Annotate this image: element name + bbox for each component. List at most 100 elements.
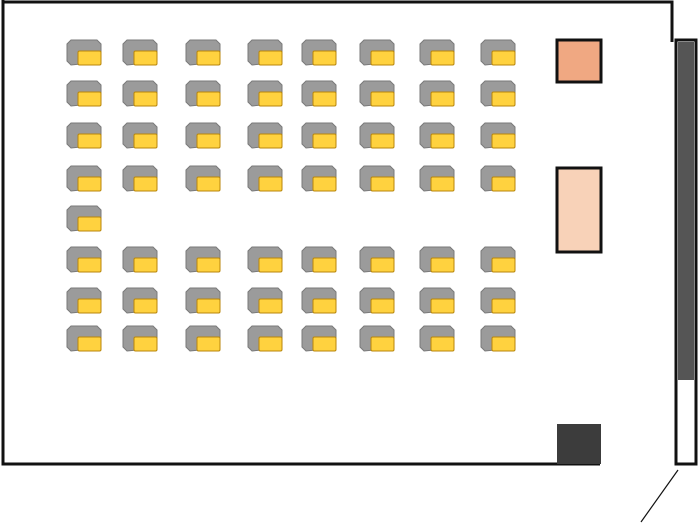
seat-r3-c2[interactable] [122,122,158,149]
seat-r6-c6[interactable] [359,246,395,273]
seat-cushion [491,50,516,66]
seat-cushion [370,176,395,192]
seat-r3-c1[interactable] [66,122,102,149]
seat-r1-c2[interactable] [122,39,158,66]
seat-cushion [258,257,283,273]
seat-r1-c3[interactable] [185,39,221,66]
seat-r3-c4[interactable] [247,122,283,149]
seat-r7-c3[interactable] [185,287,221,314]
seat-cushion [77,216,102,232]
seat-cushion [370,298,395,314]
seat-r6-c1[interactable] [66,246,102,273]
seat-cushion [312,50,337,66]
seat-r8-c1[interactable] [66,325,102,352]
seat-cushion [370,257,395,273]
seat-cushion [258,298,283,314]
seat-r6-c5[interactable] [301,246,337,273]
seat-r2-c3[interactable] [185,80,221,107]
seat-cushion [258,91,283,107]
seat-r2-c5[interactable] [301,80,337,107]
seat-cushion [258,133,283,149]
seat-cushion [258,176,283,192]
seat-r6-c4[interactable] [247,246,283,273]
seat-r7-c7[interactable] [419,287,455,314]
seat-r2-c2[interactable] [122,80,158,107]
seat-cushion [258,50,283,66]
seat-cushion [196,133,221,149]
seat-r7-c2[interactable] [122,287,158,314]
seat-r3-c6[interactable] [359,122,395,149]
seat-r4-c7[interactable] [419,165,455,192]
seat-r6-c2[interactable] [122,246,158,273]
seat-r1-c5[interactable] [301,39,337,66]
seat-r7-c8[interactable] [480,287,516,314]
seat-r1-c8[interactable] [480,39,516,66]
seat-r6-c7[interactable] [419,246,455,273]
seat-r4-c3[interactable] [185,165,221,192]
seat-r4-c5[interactable] [301,165,337,192]
seat-r6-c8[interactable] [480,246,516,273]
seat-r8-c3[interactable] [185,325,221,352]
seat-r5-c1[interactable] [66,205,102,232]
seat-cushion [77,176,102,192]
seat-r8-c6[interactable] [359,325,395,352]
seat-r1-c1[interactable] [66,39,102,66]
seat-r2-c8[interactable] [480,80,516,107]
seat-cushion [491,257,516,273]
seat-r8-c4[interactable] [247,325,283,352]
seat-r7-c6[interactable] [359,287,395,314]
seat-r1-c4[interactable] [247,39,283,66]
seat-r4-c1[interactable] [66,165,102,192]
seat-r4-c6[interactable] [359,165,395,192]
seat-cushion [430,176,455,192]
seat-cushion [196,91,221,107]
seat-cushion [491,91,516,107]
seat-r2-c7[interactable] [419,80,455,107]
seat-cushion [312,176,337,192]
seat-cushion [196,50,221,66]
seat-cushion [430,336,455,352]
seat-cushion [430,133,455,149]
seat-r1-c6[interactable] [359,39,395,66]
seat-cushion [77,133,102,149]
seat-r2-c4[interactable] [247,80,283,107]
seat-cushion [370,133,395,149]
seat-cushion [77,336,102,352]
object-top[interactable] [555,38,603,84]
seat-cushion [258,336,283,352]
seat-cushion [491,176,516,192]
seat-r7-c1[interactable] [66,287,102,314]
seat-cushion [312,91,337,107]
seat-cushion [370,336,395,352]
seat-r3-c8[interactable] [480,122,516,149]
object-middle[interactable] [555,166,603,254]
seat-r4-c4[interactable] [247,165,283,192]
seat-r6-c3[interactable] [185,246,221,273]
seat-cushion [77,298,102,314]
seat-r1-c7[interactable] [419,39,455,66]
seat-r2-c1[interactable] [66,80,102,107]
seat-cushion [430,50,455,66]
seat-r8-c8[interactable] [480,325,516,352]
seat-r3-c3[interactable] [185,122,221,149]
seat-r4-c8[interactable] [480,165,516,192]
seat-cushion [77,257,102,273]
seat-r3-c7[interactable] [419,122,455,149]
seat-r4-c2[interactable] [122,165,158,192]
seat-r8-c7[interactable] [419,325,455,352]
side-panel-frame [674,38,698,466]
seat-cushion [196,298,221,314]
seat-cushion [133,336,158,352]
seat-r7-c4[interactable] [247,287,283,314]
seat-r8-c2[interactable] [122,325,158,352]
seat-cushion [430,91,455,107]
seat-r3-c5[interactable] [301,122,337,149]
object-bottom[interactable] [557,424,601,464]
seat-cushion [77,91,102,107]
seat-cushion [491,133,516,149]
seat-r7-c5[interactable] [301,287,337,314]
seat-r8-c5[interactable] [301,325,337,352]
seat-r2-c6[interactable] [359,80,395,107]
seat-cushion [491,298,516,314]
seat-cushion [133,176,158,192]
